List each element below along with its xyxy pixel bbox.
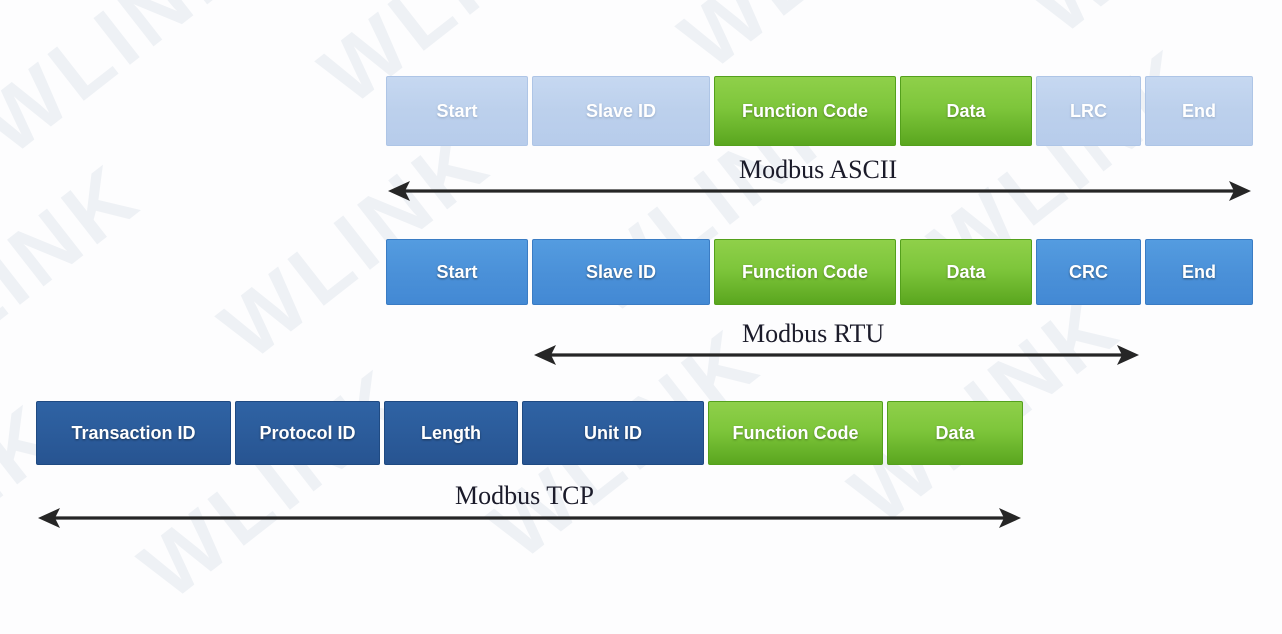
- frame-field-data[interactable]: Data: [900, 239, 1032, 305]
- frame-field-slave-id[interactable]: Slave ID: [532, 239, 710, 305]
- frame-field-end[interactable]: End: [1145, 76, 1253, 146]
- frame-field-data[interactable]: Data: [887, 401, 1023, 465]
- frame-field-lrc[interactable]: LRC: [1036, 76, 1141, 146]
- watermark-text: WLINK: [123, 350, 429, 618]
- frame-field-transaction-id[interactable]: Transaction ID: [36, 401, 231, 465]
- watermark-text: WLINK: [0, 0, 269, 173]
- frame-field-start[interactable]: Start: [386, 76, 528, 146]
- frame-field-length[interactable]: Length: [384, 401, 518, 465]
- frame-field-protocol-id[interactable]: Protocol ID: [235, 401, 380, 465]
- row-caption-modbus-ascii: Modbus ASCII: [739, 155, 898, 184]
- watermark-text: WLINK: [1013, 0, 1282, 54]
- frame-field-slave-id[interactable]: Slave ID: [532, 76, 710, 146]
- frame-field-data[interactable]: Data: [900, 76, 1032, 146]
- frame-field-function-code[interactable]: Function Code: [714, 239, 896, 305]
- frame-field-start[interactable]: Start: [386, 239, 528, 305]
- row-caption-modbus-rtu: Modbus RTU: [742, 319, 885, 348]
- frame-field-crc[interactable]: CRC: [1036, 239, 1141, 305]
- frame-field-unit-id[interactable]: Unit ID: [522, 401, 704, 465]
- span-arrow-modbus-tcp: [38, 505, 1021, 531]
- frame-field-function-code[interactable]: Function Code: [714, 76, 896, 146]
- row-caption-modbus-tcp: Modbus TCP: [455, 481, 594, 510]
- span-arrow-modbus-ascii: [388, 178, 1251, 204]
- frame-field-function-code[interactable]: Function Code: [708, 401, 883, 465]
- span-arrow-modbus-rtu: [534, 342, 1139, 368]
- watermark-text: WLINK: [0, 145, 159, 413]
- frame-field-end[interactable]: End: [1145, 239, 1253, 305]
